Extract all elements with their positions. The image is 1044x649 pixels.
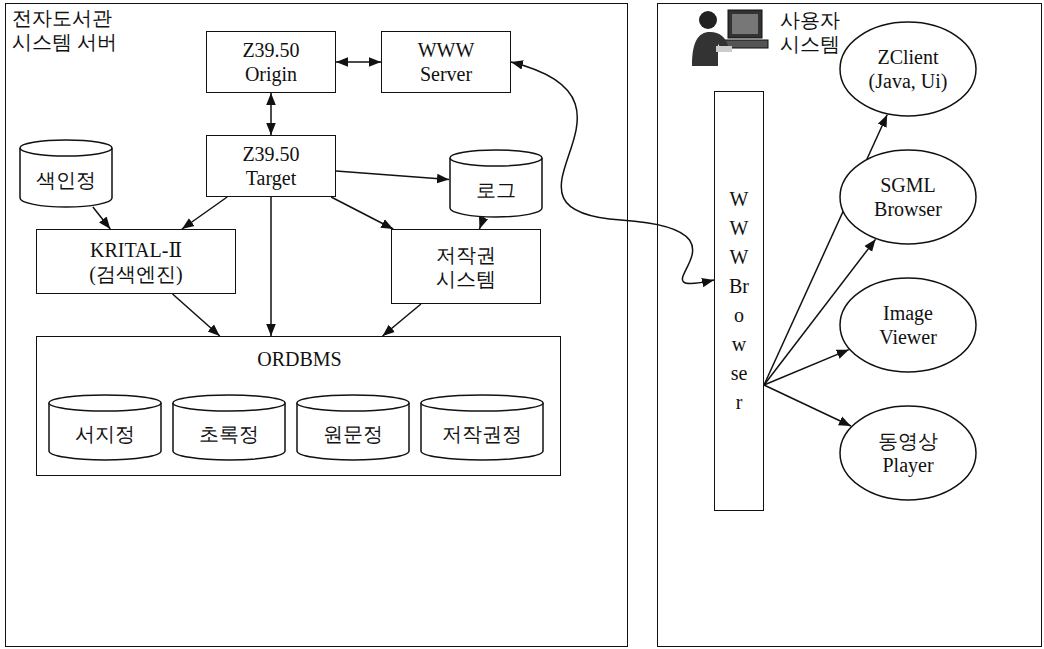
node-label: 색인정 — [26, 154, 106, 192]
node-label: Z39.50 Origin — [231, 38, 311, 86]
ellipse-outline — [839, 405, 977, 501]
process-box: Z39.50 Target — [206, 135, 336, 197]
connector-arrow — [479, 217, 483, 229]
database-cylinder: 서지정 — [48, 394, 162, 460]
node-label: ZClient (Java, Ui) — [858, 45, 958, 93]
database-cylinder: 색인정 — [19, 139, 113, 207]
group-heading: 사용자 시스템 — [780, 8, 846, 56]
system-group: ORDBMS 서지정 초록정 원문정 저작권정 — [36, 336, 561, 476]
database-cylinder: 저작권정 — [420, 394, 544, 460]
ellipse-outline — [839, 21, 977, 117]
ellipse-outline — [839, 277, 977, 373]
connector-arrow — [182, 197, 227, 229]
process-box: 저작권 시스템 — [391, 229, 541, 304]
node-label: 로그 — [456, 164, 536, 202]
client-ellipse: 동영상 Player — [839, 405, 977, 501]
database-cylinder: 초록정 — [172, 394, 286, 460]
client-ellipse: ZClient (Java, Ui) — [839, 21, 977, 117]
client-ellipse: SGML Browser — [839, 149, 977, 245]
system-group: 사용자 시스템 WWW Browser ZClient (Java, Ui) SGML… — [657, 3, 1042, 647]
group-heading: 전자도서관 시스템 서버 — [12, 6, 127, 54]
connector-arrow — [270, 93, 272, 135]
user-icon — [688, 6, 770, 68]
process-box: Z39.50 Origin — [206, 31, 336, 93]
node-label: KRITAL-Ⅱ (검색엔진) — [79, 238, 194, 286]
node-label: 초록정 — [179, 408, 279, 446]
connector-arrow — [270, 197, 272, 336]
node-label: 원문정 — [303, 408, 403, 446]
connector-arrow — [336, 61, 381, 63]
node-label: WWW Browser — [729, 185, 749, 417]
group-heading: ORDBMS — [200, 347, 400, 371]
node-label: 동영상 Player — [872, 429, 944, 477]
process-box: KRITAL-Ⅱ (검색엔진) — [36, 229, 236, 294]
node-label: Image Viewer — [872, 301, 944, 349]
connector-arrow — [383, 304, 421, 336]
connector-arrow — [764, 350, 849, 385]
node-label: WWW Server — [406, 38, 486, 86]
node-label: 저작권 시스템 — [430, 243, 502, 291]
connector-arrow — [93, 207, 110, 229]
node-label: 저작권정 — [427, 408, 537, 446]
process-box: WWW Server — [381, 31, 511, 93]
connector-arrow — [173, 294, 220, 336]
connector-arrow — [764, 385, 851, 426]
browser-bar: WWW Browser — [714, 91, 764, 511]
database-cylinder: 원문정 — [296, 394, 410, 460]
ellipse-outline — [839, 149, 977, 245]
connector-arrow — [331, 197, 393, 229]
database-cylinder: 로그 — [449, 149, 543, 217]
node-label: Z39.50 Target — [231, 142, 311, 190]
connector-arrow — [336, 171, 449, 180]
system-group: 전자도서관 시스템 서버 Z39.50 Origin WWW ServerZ39.5… — [5, 3, 628, 647]
node-label: 서지정 — [55, 408, 155, 446]
client-ellipse: Image Viewer — [839, 277, 977, 373]
node-label: SGML Browser — [867, 173, 949, 221]
